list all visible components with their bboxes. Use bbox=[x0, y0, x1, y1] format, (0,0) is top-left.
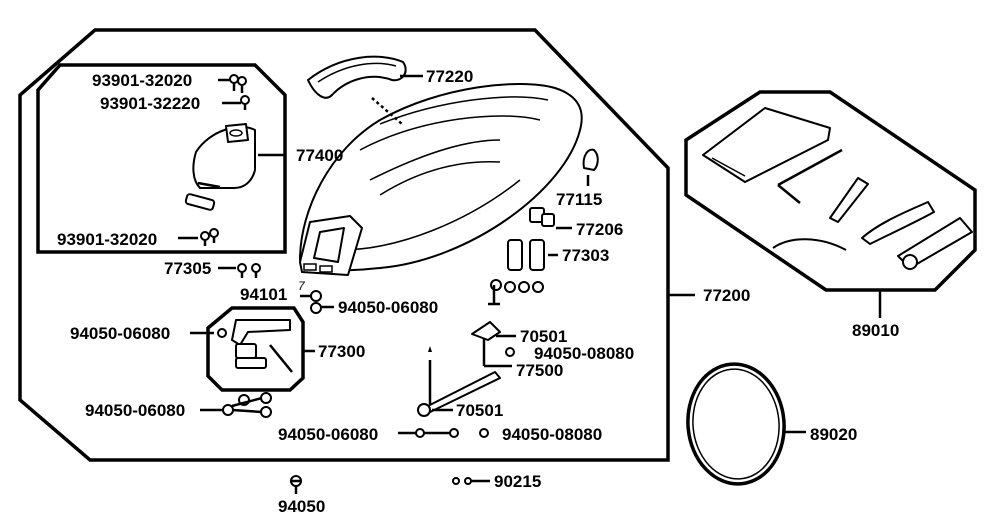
label-77115: 77115 bbox=[556, 190, 602, 209]
label-89010: 89010 bbox=[852, 321, 899, 340]
helmet-hook-illustration bbox=[217, 319, 293, 373]
label-94050-06080-b: 94050-06080 bbox=[70, 324, 170, 343]
pads-77303-illustration bbox=[507, 239, 545, 271]
label-77500: 77500 bbox=[516, 361, 563, 380]
part-labels: 93901-32020 93901-32220 77220 77400 7711… bbox=[57, 67, 899, 516]
toolkit-illustration bbox=[702, 107, 973, 270]
label-94101: 94101 bbox=[240, 285, 287, 304]
label-70501-b: 70501 bbox=[456, 401, 503, 420]
label-90215: 90215 bbox=[494, 472, 541, 491]
label-94050-06080-c: 94050-06080 bbox=[85, 401, 185, 420]
leader-lines bbox=[178, 74, 882, 494]
label-77206: 77206 bbox=[576, 220, 623, 239]
screw-icons bbox=[200, 74, 261, 278]
label-70501-a: 70501 bbox=[520, 327, 567, 346]
label-93901-32220: 93901-32220 bbox=[100, 94, 200, 113]
label-94050: 94050 bbox=[278, 497, 325, 516]
bracket-70501-illustration bbox=[417, 321, 515, 417]
label-77220: 77220 bbox=[426, 67, 473, 86]
label-93901-32020-bottom: 93901-32020 bbox=[57, 230, 157, 249]
label-77305: 77305 bbox=[164, 259, 211, 278]
helmet-hook-subframe bbox=[206, 306, 305, 392]
label-77200: 77200 bbox=[703, 286, 750, 305]
bottom-bolts-icons bbox=[398, 428, 489, 438]
label-77300: 77300 bbox=[318, 342, 365, 361]
washer-row-icons bbox=[310, 279, 544, 314]
backrest-illustration bbox=[307, 55, 407, 99]
bracket-77206-illustration bbox=[529, 207, 555, 227]
label-94050-08080-a: 94050-08080 bbox=[534, 344, 634, 363]
label-89020: 89020 bbox=[810, 425, 857, 444]
label-94050-06080-d: 94050-06080 bbox=[278, 425, 378, 444]
toolkit-frame bbox=[684, 90, 977, 292]
seat-lock-illustration bbox=[184, 123, 256, 211]
label-77400: 77400 bbox=[296, 146, 343, 165]
belt-89020-illustration bbox=[686, 362, 786, 486]
seat-illustration bbox=[299, 83, 583, 276]
washer-lower-left-icons bbox=[222, 392, 272, 418]
mark-7: 7 bbox=[298, 279, 306, 293]
label-94050-08080-b: 94050-08080 bbox=[502, 425, 602, 444]
label-93901-32020-top: 93901-32020 bbox=[92, 71, 192, 90]
seat-lock-subframe bbox=[36, 63, 287, 254]
main-assembly-frame bbox=[18, 28, 670, 462]
loose-bolts-icons bbox=[290, 475, 472, 487]
label-77303: 77303 bbox=[562, 246, 609, 265]
label-94050-06080-a: 94050-06080 bbox=[338, 298, 438, 317]
hook-77115-illustration bbox=[582, 148, 599, 171]
